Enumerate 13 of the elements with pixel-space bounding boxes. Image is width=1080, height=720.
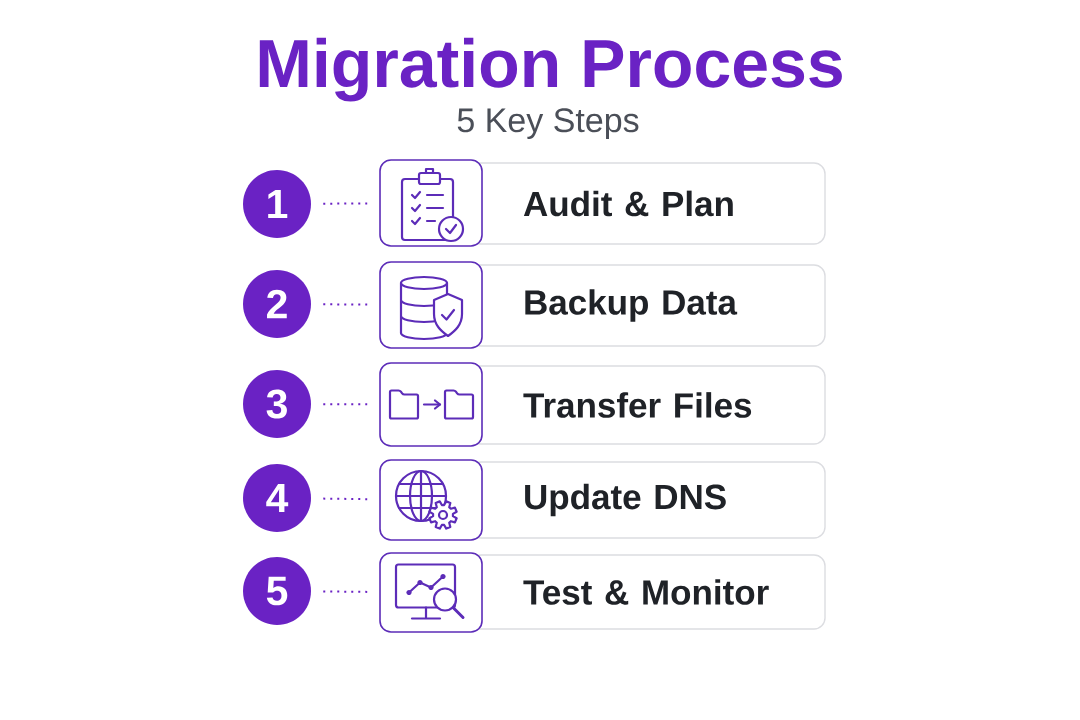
step-card: Audit & Plan [469,162,826,245]
step-card: Transfer Files [469,365,826,445]
step-card: Backup Data [469,264,826,347]
step-card: Test & Monitor [469,554,826,630]
step-card: Update DNS [469,461,826,539]
dotted-line [322,303,369,306]
title: Migration Process [259,37,842,102]
dotted-line [322,590,369,593]
dotted-line [322,497,369,501]
icon-tile [379,362,483,447]
dotted-line [322,403,369,406]
dotted-line [322,202,369,205]
subtitle: 5 Key Steps [457,108,639,140]
